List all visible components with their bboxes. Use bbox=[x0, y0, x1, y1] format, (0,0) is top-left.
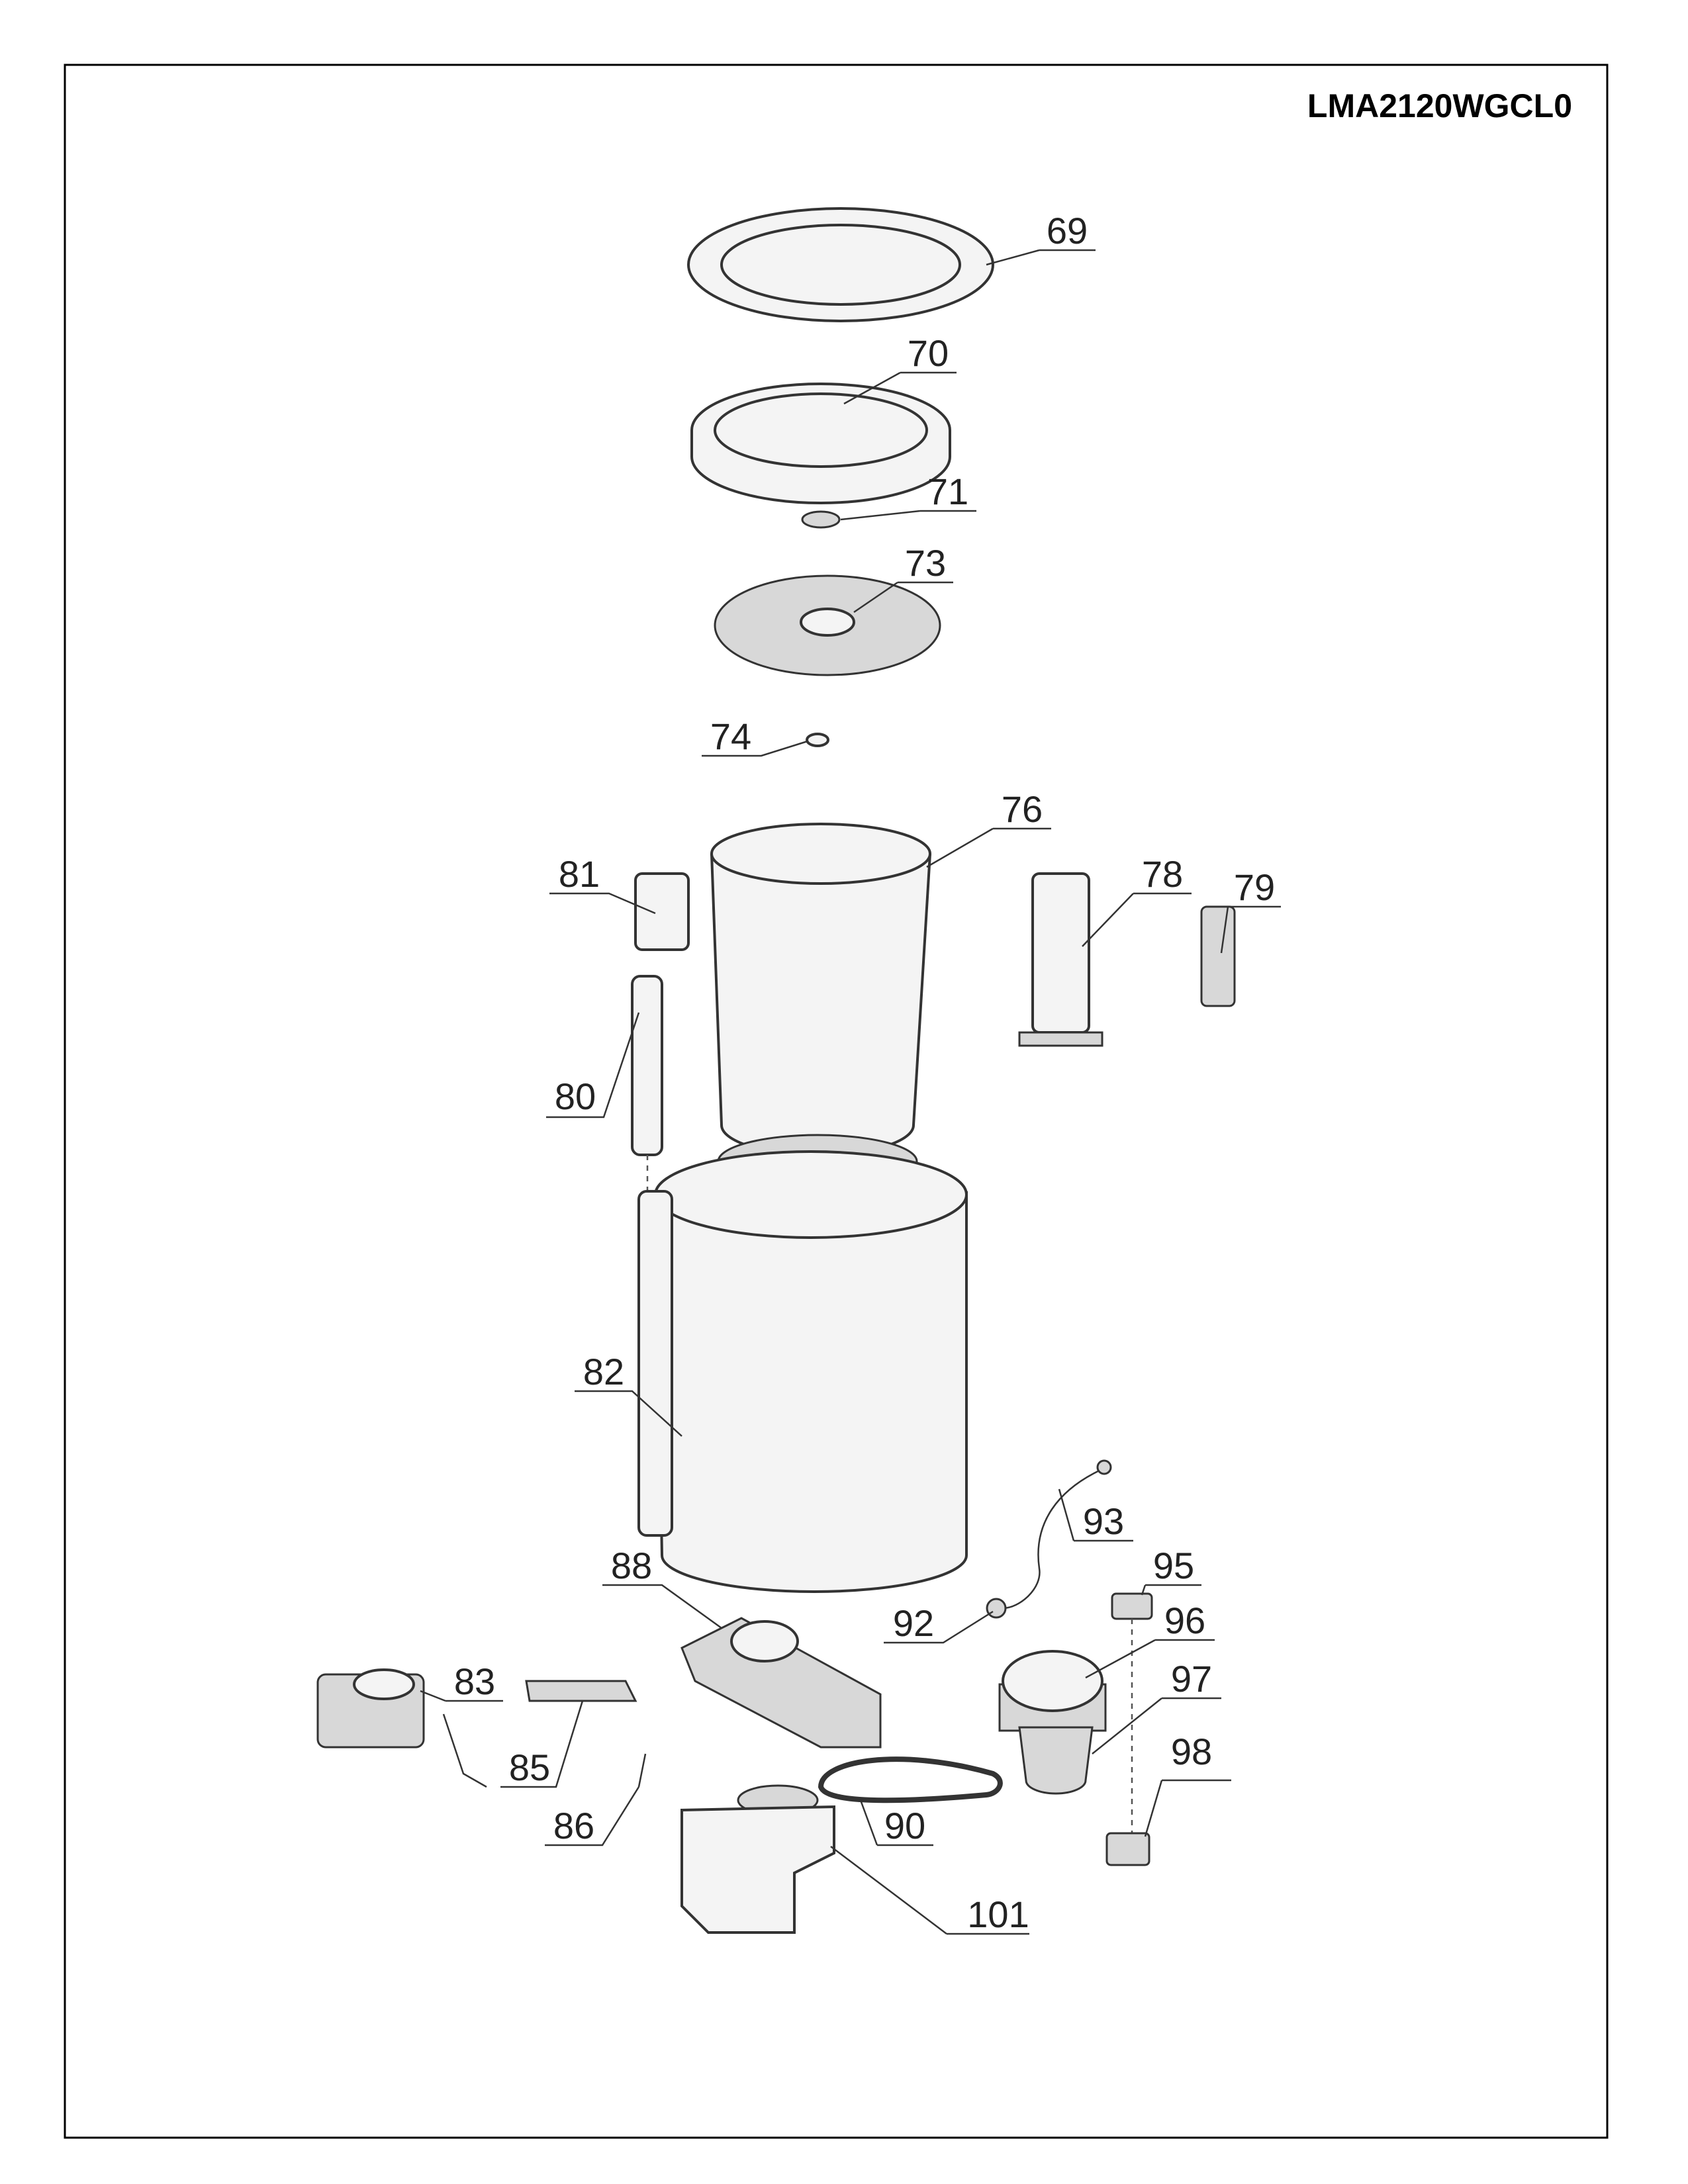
part-79-filter bbox=[1200, 905, 1236, 1007]
callout-95: 95 bbox=[1141, 1545, 1201, 1596]
svg-text:101: 101 bbox=[967, 1893, 1029, 1935]
model-number: LMA2120WGCL0 bbox=[1307, 87, 1572, 124]
svg-text:80: 80 bbox=[555, 1075, 596, 1117]
callout-71: 71 bbox=[840, 471, 976, 521]
callout-85: 85 bbox=[500, 1700, 584, 1788]
svg-text:78: 78 bbox=[1142, 853, 1183, 895]
part-70-balance-ring bbox=[690, 383, 951, 504]
part-85-bracket bbox=[525, 1680, 637, 1702]
callout-82: 82 bbox=[575, 1351, 682, 1437]
part-69-top-cover-ring bbox=[687, 207, 994, 322]
part-95-pad bbox=[1111, 1592, 1153, 1620]
callout-74: 74 bbox=[702, 715, 808, 757]
callout-79: 79 bbox=[1220, 866, 1281, 954]
part-74-washer bbox=[806, 733, 829, 747]
svg-text:86: 86 bbox=[553, 1805, 594, 1846]
part-73-pulsator bbox=[714, 574, 941, 676]
callout-98: 98 bbox=[1144, 1731, 1231, 1837]
part-78-housing bbox=[1018, 872, 1103, 1047]
svg-text:98: 98 bbox=[1171, 1731, 1212, 1772]
svg-text:74: 74 bbox=[710, 715, 751, 757]
callout-69: 69 bbox=[986, 210, 1096, 266]
callout-70: 70 bbox=[843, 332, 957, 405]
svg-text:70: 70 bbox=[908, 332, 949, 374]
callout-81: 81 bbox=[549, 853, 656, 915]
callout-96: 96 bbox=[1085, 1600, 1215, 1679]
part-96-97-motor bbox=[998, 1650, 1107, 1795]
callout-86: 86 bbox=[545, 1786, 640, 1846]
callout-88: 88 bbox=[602, 1545, 722, 1629]
callout-92: 92 bbox=[884, 1602, 994, 1644]
part-90-belt bbox=[818, 1756, 1003, 1803]
svg-text:79: 79 bbox=[1234, 866, 1275, 908]
callout-101: 101 bbox=[830, 1846, 1029, 1935]
part-80-tube bbox=[631, 975, 663, 1156]
callout-80: 80 bbox=[546, 1012, 640, 1118]
svg-text:76: 76 bbox=[1002, 788, 1043, 830]
svg-text:83: 83 bbox=[454, 1661, 495, 1702]
part-88-clutch-assembly bbox=[680, 1617, 882, 1816]
part-82-outer-tub bbox=[637, 1150, 968, 1593]
svg-text:73: 73 bbox=[905, 542, 946, 584]
callout-83: 83 bbox=[420, 1661, 503, 1702]
part-86-pin bbox=[637, 1753, 647, 1788]
svg-text:71: 71 bbox=[927, 471, 968, 512]
svg-text:69: 69 bbox=[1047, 210, 1088, 251]
part-83-drain-motor bbox=[316, 1668, 487, 1788]
callout-97: 97 bbox=[1092, 1658, 1221, 1754]
svg-text:95: 95 bbox=[1153, 1545, 1194, 1586]
svg-text:96: 96 bbox=[1164, 1600, 1205, 1641]
part-101-bracket bbox=[680, 1805, 835, 1934]
svg-text:82: 82 bbox=[583, 1351, 624, 1392]
svg-text:92: 92 bbox=[893, 1602, 934, 1644]
svg-text:90: 90 bbox=[884, 1805, 925, 1846]
part-81-filter bbox=[634, 872, 690, 951]
callout-78: 78 bbox=[1082, 853, 1192, 947]
callout-76: 76 bbox=[926, 788, 1051, 868]
svg-text:93: 93 bbox=[1083, 1500, 1124, 1542]
callout-93: 93 bbox=[1058, 1488, 1133, 1542]
part-71-cap bbox=[801, 510, 841, 529]
page-border bbox=[64, 64, 1609, 2139]
part-93-ground-wire bbox=[1002, 1468, 1103, 1610]
svg-text:97: 97 bbox=[1171, 1658, 1212, 1700]
part-98-pad bbox=[1105, 1832, 1150, 1866]
callout-73: 73 bbox=[853, 542, 953, 614]
part-76-spin-basket bbox=[710, 823, 931, 1189]
svg-text:88: 88 bbox=[611, 1545, 652, 1586]
svg-text:85: 85 bbox=[509, 1747, 550, 1788]
part-92-terminal bbox=[986, 1598, 1007, 1619]
svg-text:81: 81 bbox=[559, 853, 600, 895]
callout-90: 90 bbox=[859, 1799, 933, 1846]
